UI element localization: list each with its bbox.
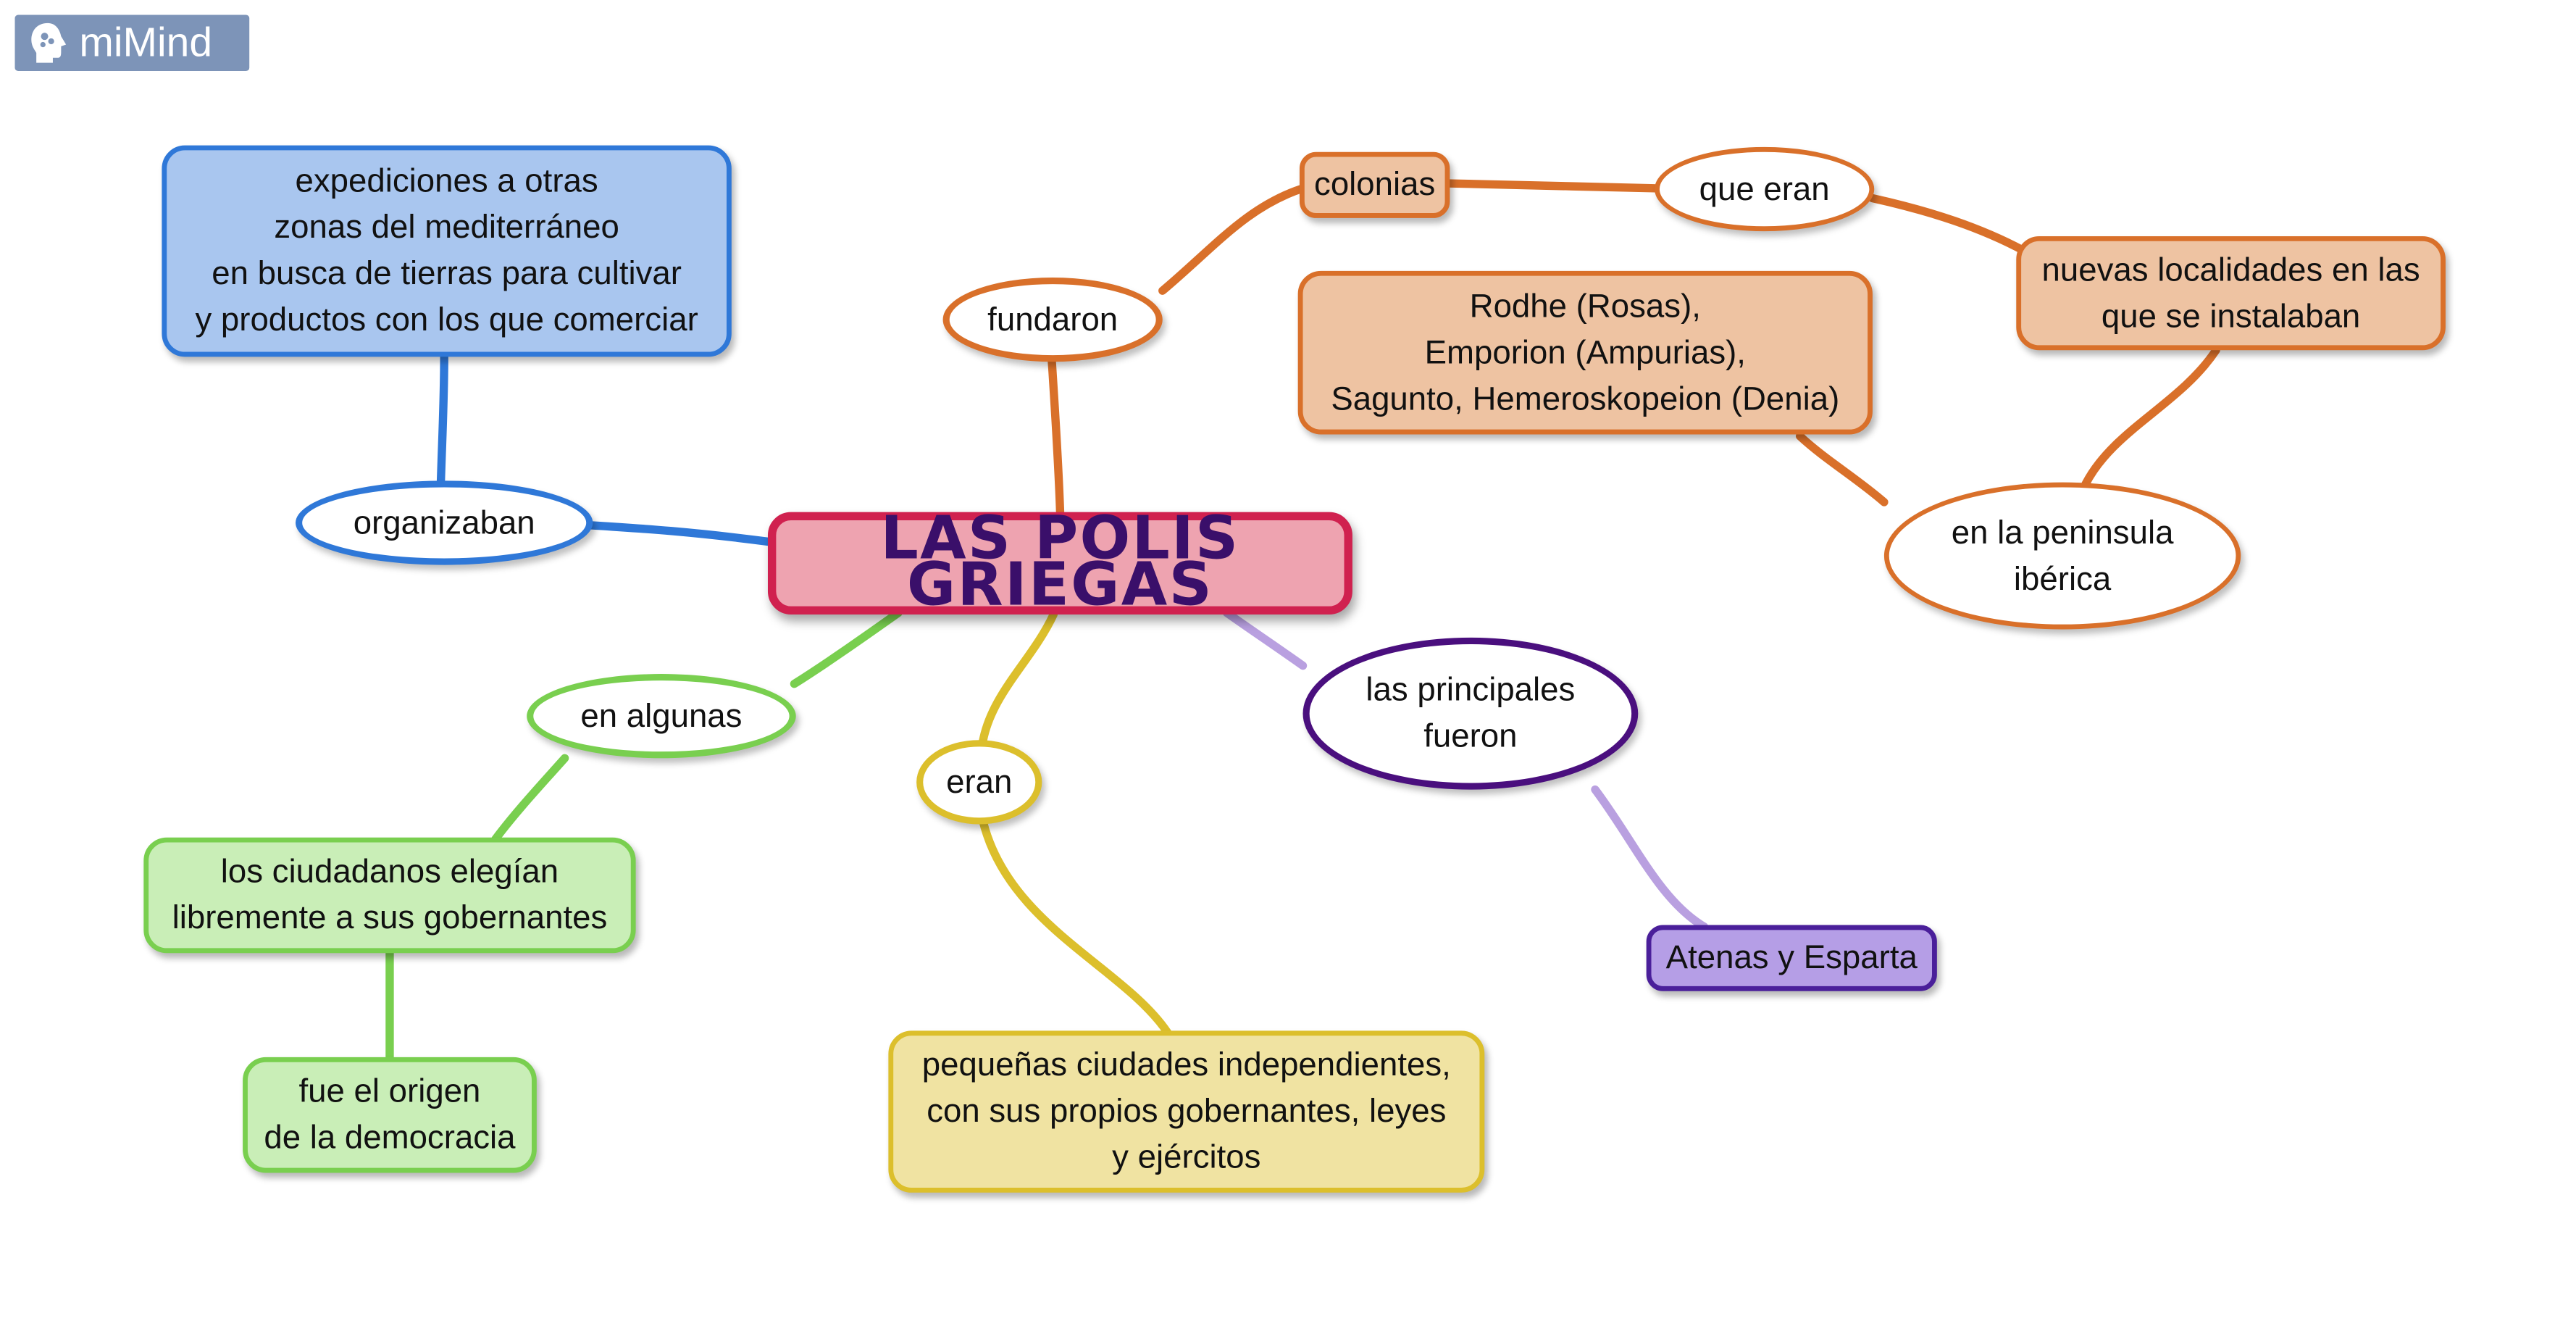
node-eran[interactable]: eran bbox=[916, 740, 1042, 825]
logo-text: miMind bbox=[79, 19, 213, 66]
mimind-logo: miMind bbox=[14, 14, 250, 72]
node-nuevas-localidades[interactable]: nuevas localidades en las que se instala… bbox=[2016, 236, 2446, 351]
link-queeran-nuevas bbox=[1868, 193, 2029, 256]
node-principales-fueron[interactable]: las principales fueron bbox=[1302, 637, 1639, 790]
node-origen-democracia[interactable]: fue el origen de la democracia bbox=[243, 1057, 537, 1173]
node-ciudadanos-elegian[interactable]: los ciudadanos elegían libremente a sus … bbox=[143, 837, 636, 954]
link-organizaban-expediciones bbox=[436, 352, 448, 486]
link-central-organizaban bbox=[587, 521, 774, 546]
head-brain-icon bbox=[31, 22, 67, 63]
link-colonias-queeran bbox=[1444, 179, 1659, 193]
node-fundaron[interactable]: fundaron bbox=[942, 277, 1163, 362]
link-nuevas-peninsula bbox=[2081, 346, 2220, 488]
link-eran-pequenas bbox=[978, 815, 1172, 1037]
central-topic[interactable]: LAS POLIS GRIEGAS bbox=[767, 509, 1352, 615]
node-que-eran[interactable]: que eran bbox=[1655, 146, 1875, 232]
node-organizaban[interactable]: organizaban bbox=[296, 480, 593, 565]
node-peninsula-iberica[interactable]: en la peninsula ibérica bbox=[1883, 482, 2241, 630]
link-central-enalgunas bbox=[790, 608, 903, 688]
link-central-principales bbox=[1222, 608, 1308, 670]
link-peninsula-rodhe bbox=[1795, 432, 1889, 507]
node-rodhe-emporion[interactable]: Rodhe (Rosas), Emporion (Ampurias), Sagu… bbox=[1297, 270, 1873, 435]
link-enalgunas-ciudadanos bbox=[491, 754, 569, 843]
link-central-fundaron bbox=[1047, 357, 1065, 517]
link-principales-atenas bbox=[1591, 785, 1709, 931]
node-colonias[interactable]: colonias bbox=[1299, 151, 1450, 218]
node-atenas-esparta[interactable]: Atenas y Esparta bbox=[1646, 925, 1937, 991]
node-expediciones[interactable]: expediciones a otras zonas del mediterrá… bbox=[162, 145, 732, 357]
link-fundaron-colonias bbox=[1158, 184, 1308, 295]
link-central-eran bbox=[978, 610, 1058, 748]
node-pequenas-ciudades[interactable]: pequeñas ciudades independientes, con su… bbox=[888, 1030, 1485, 1193]
node-en-algunas[interactable]: en algunas bbox=[527, 674, 796, 759]
